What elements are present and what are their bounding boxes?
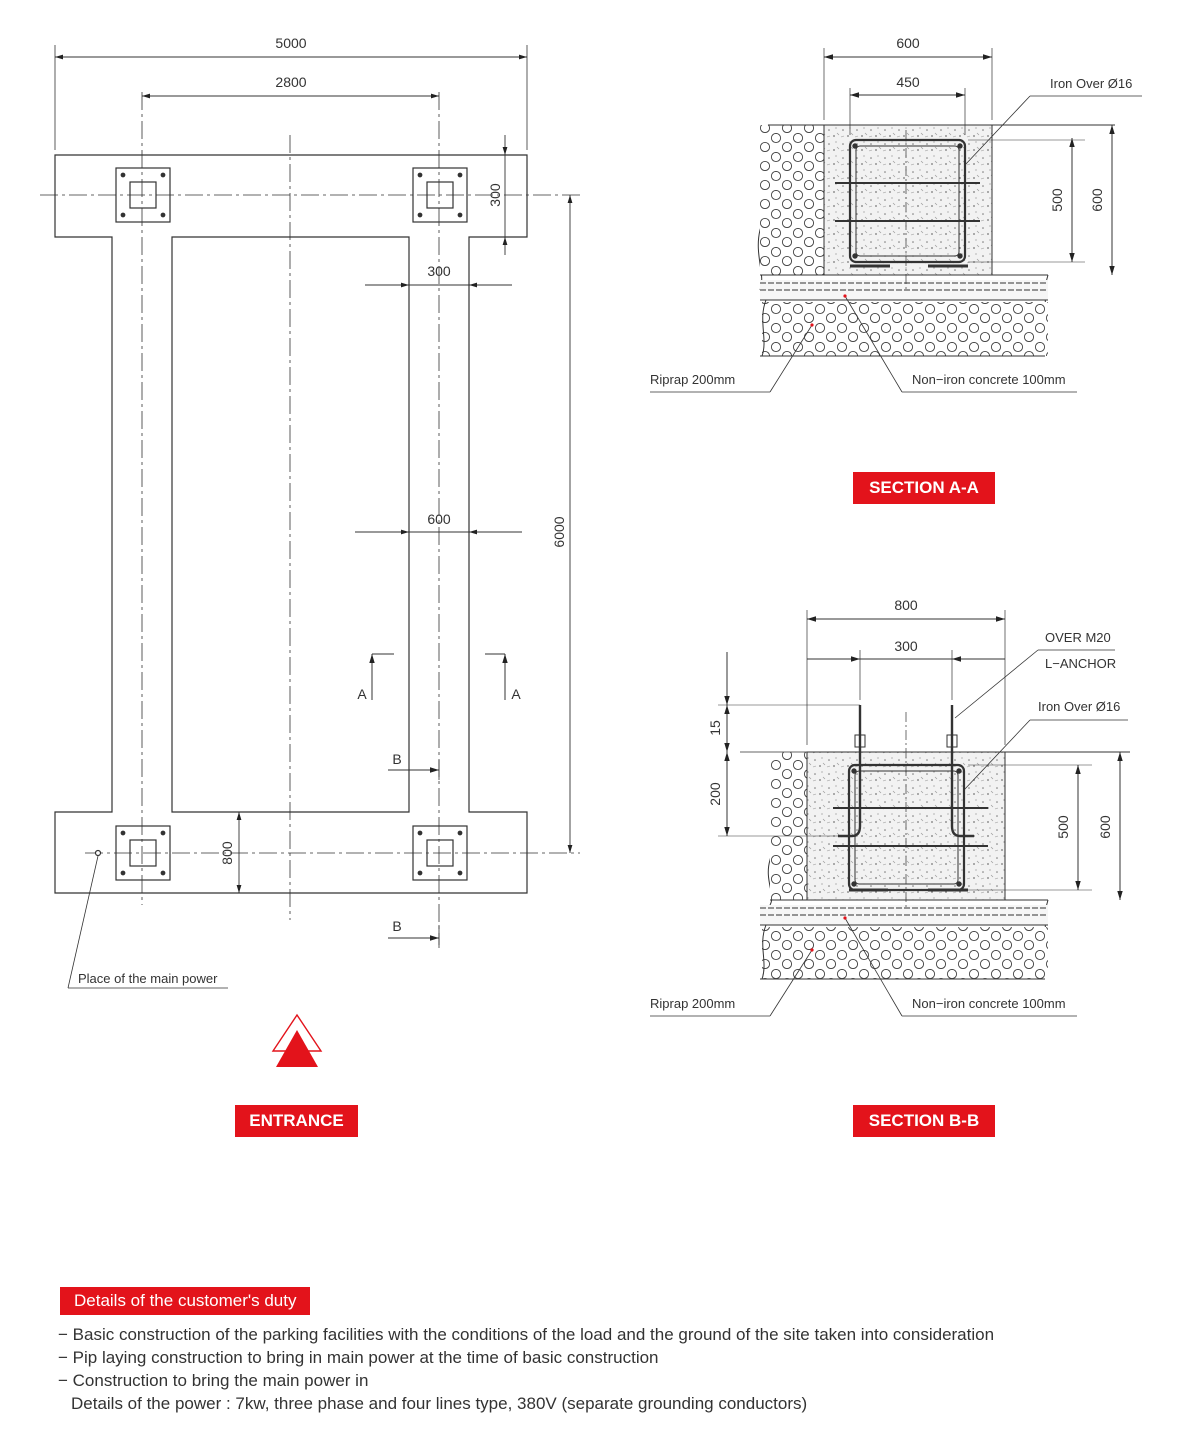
bb-dim-anchor-spacing: 300 (894, 638, 918, 654)
power-detail: Details of the power : 7kw, three phase … (71, 1394, 808, 1413)
aa-concrete-label: Non−iron concrete 100mm (912, 372, 1066, 387)
base-plate-top-left (115, 167, 171, 223)
bb-anchor-label-2: L−ANCHOR (1045, 656, 1116, 671)
section-a-mark-right: A (511, 686, 521, 702)
bb-dim-height-inner: 500 (1055, 815, 1071, 839)
main-power-label: Place of the main power (78, 971, 218, 986)
section-b-mark-top: B (392, 751, 401, 767)
base-plate-bottom-right (412, 825, 468, 881)
section-bb-labels: 800 300 15 200 500 600 OVER M20 L−ANCHOR… (650, 597, 1120, 1011)
aa-dim-height-inner: 500 (1049, 188, 1065, 212)
aa-rebar-label: Iron Over Ø16 (1050, 76, 1132, 91)
bb-concrete-label: Non−iron concrete 100mm (912, 996, 1066, 1011)
installation-drawing: 5000 2800 300 300 600 6000 800 A A B B P… (40, 35, 1142, 1067)
base-plate-bottom-left (115, 825, 171, 881)
bb-dim-width: 800 (894, 597, 918, 613)
duty-item: − Basic construction of the parking faci… (58, 1325, 995, 1344)
bb-dim-height: 600 (1097, 815, 1113, 839)
dim-rail-span: 600 (427, 511, 451, 527)
duty-item: − Construction to bring the main power i… (58, 1371, 369, 1390)
section-b-mark-bottom: B (392, 918, 401, 934)
plan-view (40, 45, 580, 989)
plan-frame-outline (54, 154, 528, 894)
section-bb-title: SECTION B-B (853, 1105, 995, 1137)
dim-post-spacing: 2800 (275, 74, 306, 90)
bb-riprap-label: Riprap 200mm (650, 996, 735, 1011)
plan-dimension-labels: 5000 2800 300 300 600 6000 800 A A B B P… (78, 35, 567, 986)
section-aa-drawing (650, 48, 1142, 393)
plan-inner-outline (171, 236, 410, 813)
bb-anchor-label-1: OVER M20 (1045, 630, 1111, 645)
bb-dim-anchor-protrusion: 15 (707, 720, 723, 736)
base-plate-top-right (412, 167, 468, 223)
section-a-mark-left: A (357, 686, 367, 702)
aa-dim-width: 600 (896, 35, 920, 51)
dim-base-width: 800 (219, 841, 235, 865)
aa-riprap-label: Riprap 200mm (650, 372, 735, 387)
section-aa-labels: 600 450 500 600 Iron Over Ø16 Riprap 200… (650, 35, 1132, 387)
dim-total-length: 6000 (551, 516, 567, 547)
duty-item: − Pip laying construction to bring in ma… (58, 1348, 659, 1367)
bb-rebar-label: Iron Over Ø16 (1038, 699, 1120, 714)
dim-beam-width: 300 (487, 183, 503, 207)
entrance-arrow-icon (271, 1013, 323, 1067)
dim-rail-width: 300 (427, 263, 451, 279)
entrance-label: ENTRANCE (235, 1105, 358, 1137)
aa-dim-inner-width: 450 (896, 74, 920, 90)
customer-duty-title: Details of the customer's duty (60, 1287, 311, 1315)
bb-dim-embed: 200 (707, 782, 723, 806)
section-bb-drawing (650, 610, 1130, 1017)
aa-dim-height: 600 (1089, 188, 1105, 212)
dim-total-width: 5000 (275, 35, 306, 51)
section-aa-title: SECTION A-A (853, 472, 995, 504)
customer-duty-list: − Basic construction of the parking faci… (58, 1323, 1158, 1415)
